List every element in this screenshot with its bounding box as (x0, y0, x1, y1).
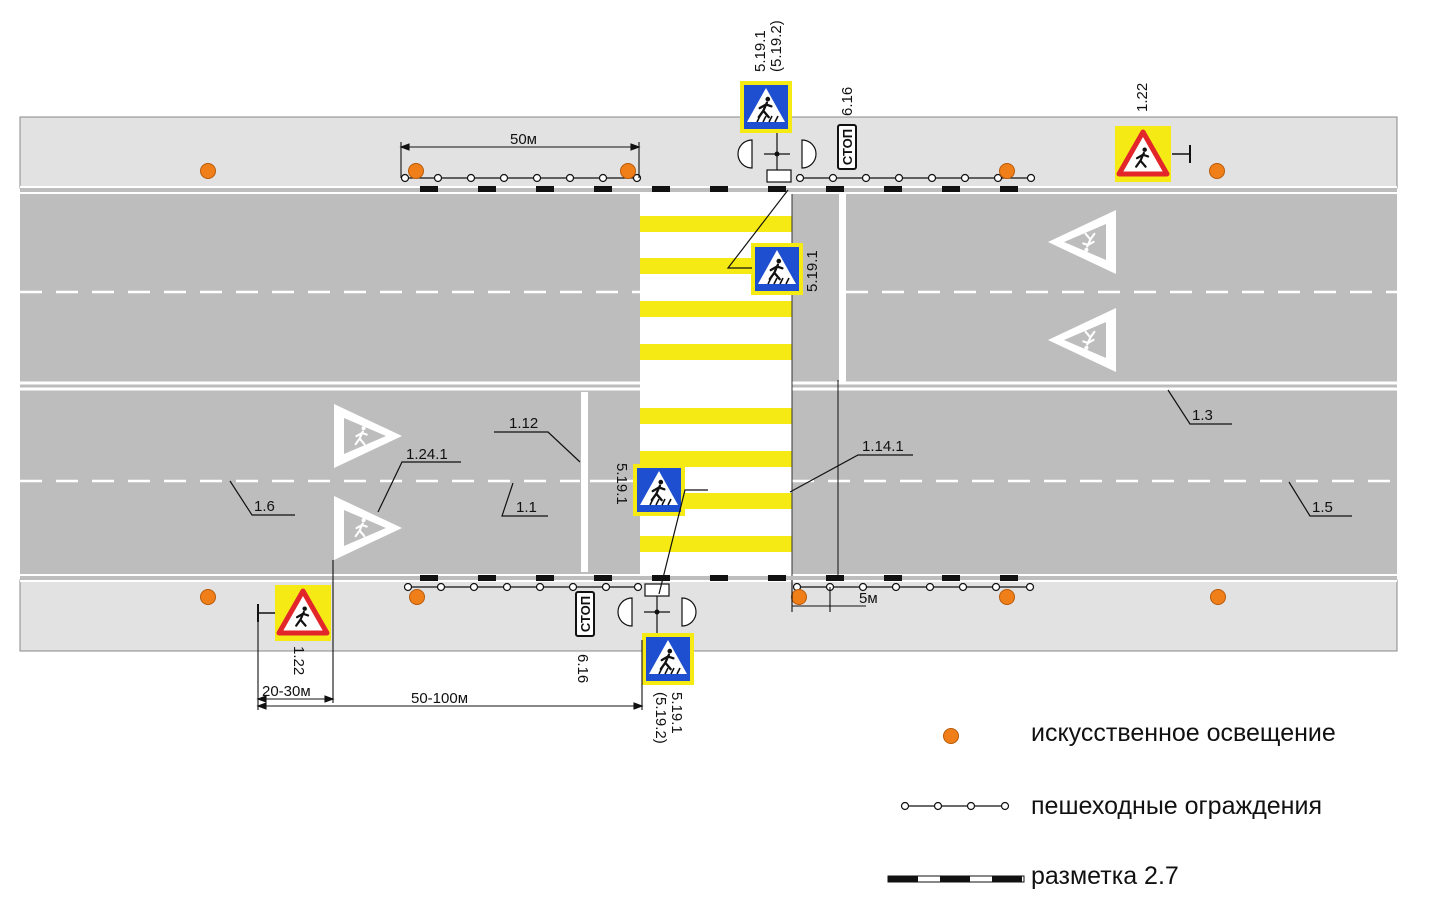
legend-light-icon (943, 728, 959, 744)
legend: искусственное освещение пешеходные ограж… (887, 719, 1336, 890)
legend-marking27: разметка 2.7 (1031, 862, 1179, 890)
label-6-16-bottom: 6.16 (574, 654, 591, 683)
sign-5-19-1-top (740, 81, 792, 133)
sign-1-22-bottom (275, 585, 331, 641)
svg-text:1.5: 1.5 (1312, 499, 1333, 516)
marking-2-7-top (420, 186, 1018, 192)
svg-text:СТОП: СТОП (840, 129, 855, 165)
svg-text:1.14.1: 1.14.1 (862, 438, 904, 455)
legend-fence-icon (900, 801, 1010, 811)
label-5-19-1-bottom: 5.19.1 (668, 692, 685, 734)
label-1-14-1: 1.14.1 (789, 438, 913, 493)
sign-5-19-1-road-bottom (633, 464, 685, 516)
svg-text:1.6: 1.6 (254, 498, 275, 515)
svg-text:1.3: 1.3 (1192, 407, 1213, 424)
label-1-1: 1.1 (501, 482, 548, 517)
label-5-19-1-road-top: 5.19.1 (804, 250, 821, 292)
crossing-lamp-bottom (617, 583, 697, 633)
sign-5-19-1-bottom (642, 633, 694, 685)
label-6-16-top: 6.16 (839, 87, 856, 116)
svg-text:1.12: 1.12 (509, 415, 538, 432)
legend-fences: пешеходные ограждения (1031, 792, 1322, 820)
fence-bottom-right (792, 582, 1035, 592)
label-5-19-2-bottom: (5.19.2) (652, 692, 669, 744)
legend-lighting: искусственное освещение (1031, 719, 1336, 747)
label-1-12: 1.12 (494, 415, 581, 463)
fence-top-left (400, 173, 642, 183)
label-1-24-1: 1.24.1 (377, 446, 461, 513)
label-1-6: 1.6 (229, 480, 295, 516)
crossing-lamp-top (737, 132, 817, 183)
label-5-19-2-top: (5.19.2) (768, 20, 785, 72)
fence-top-right (795, 173, 1036, 183)
stop-plate-top: СТОП (837, 124, 857, 170)
svg-text:СТОП: СТОП (578, 596, 593, 632)
dim-20-30-label: 20-30м (262, 683, 311, 700)
dim-distances (256, 560, 644, 710)
label-1-22-bottom: 1.22 (290, 646, 307, 675)
sidewalk-bottom (19, 579, 1398, 652)
label-1-22-top: 1.22 (1134, 83, 1151, 112)
sign-5-19-1-road-top (751, 243, 803, 295)
label-1-5: 1.5 (1288, 481, 1352, 517)
svg-text:1.24.1: 1.24.1 (406, 446, 448, 463)
sign-1-22-top (1115, 126, 1171, 182)
stop-plate-bottom: СТОП (575, 591, 595, 637)
dim-5m (791, 580, 866, 612)
label-5-19-1-top: 5.19.1 (752, 30, 769, 72)
dim-50m-label: 50м (510, 131, 537, 148)
stop-line-top (839, 194, 846, 382)
label-1-3: 1.3 (1167, 389, 1232, 425)
dim-50-100-label: 50-100м (411, 690, 468, 707)
dim-50m (399, 142, 641, 178)
label-5-19-1-road-bottom: 5.19.1 (613, 463, 630, 505)
stop-line-bottom (581, 392, 588, 572)
marking-2-7-bottom (420, 575, 1018, 581)
fence-bottom-left (403, 582, 643, 592)
street-lights (200, 163, 1226, 605)
legend-marking-icon (887, 875, 1025, 883)
dim-5m-label: 5м (859, 590, 878, 607)
svg-text:1.1: 1.1 (516, 499, 537, 516)
